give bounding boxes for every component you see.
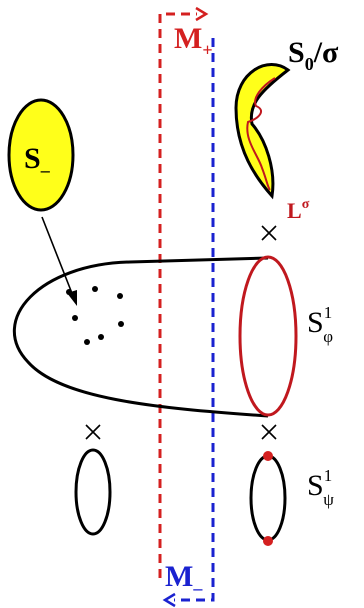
m-minus-label: M– [165, 560, 203, 598]
s0-sigma-crescent [234, 63, 291, 200]
m-plus-label: M+ [174, 22, 213, 60]
psi-top-point [263, 451, 273, 461]
m-minus-arrowhead [162, 592, 176, 608]
cross-mark [261, 424, 277, 440]
s-minus-label: S– [24, 142, 51, 180]
cross-mark [261, 225, 277, 241]
psi-bottom-point [263, 536, 273, 546]
left-small-ellipse [74, 448, 112, 536]
l-sigma-curve [246, 77, 276, 191]
s-minus-arrow [41, 216, 76, 302]
s0-sigma-label: S0/σ [288, 36, 339, 74]
point [72, 315, 78, 321]
point [92, 286, 98, 292]
s1-phi-circle [238, 255, 298, 417]
m-minus-dashed-line [174, 38, 215, 602]
m-plus-arrowhead [195, 6, 209, 22]
l-sigma-label: Lσ [287, 197, 310, 223]
point [84, 339, 90, 345]
point [98, 334, 104, 340]
s1-psi-circle [249, 454, 287, 542]
m-plus-dashed-line [158, 12, 197, 578]
s-minus-ellipse [7, 98, 75, 212]
point [118, 321, 124, 327]
cross-marks [85, 225, 277, 440]
cross-mark [85, 424, 101, 440]
s-minus-arrowhead [67, 290, 77, 306]
point [117, 293, 123, 299]
cup-surface [13, 256, 269, 418]
